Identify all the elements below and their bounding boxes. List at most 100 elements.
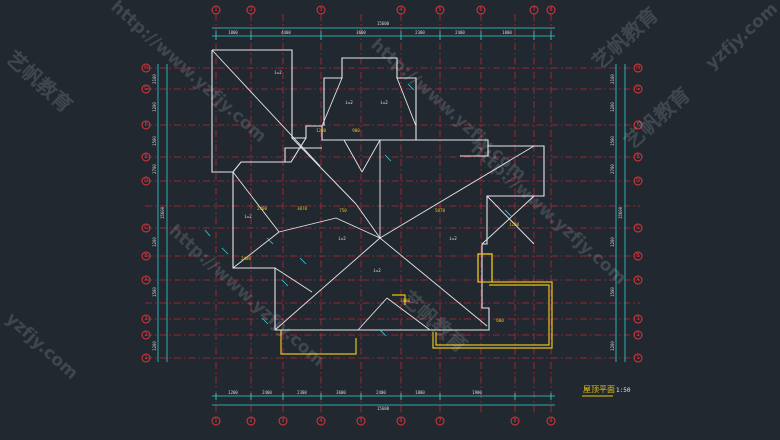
- dimension-lines: [157, 27, 626, 406]
- svg-text:1500: 1500: [610, 287, 615, 297]
- svg-text:1800: 1800: [415, 390, 425, 395]
- svg-text:3: 3: [319, 7, 322, 13]
- svg-text:3: 3: [281, 418, 284, 424]
- svg-text:2400: 2400: [262, 390, 272, 395]
- svg-text:1200: 1200: [610, 341, 615, 351]
- svg-text:3600: 3600: [356, 30, 366, 35]
- axis-bubbles-left: H G F E D C B A 3 2 1: [141, 63, 151, 363]
- svg-text:1: 1: [214, 7, 217, 13]
- svg-text:1800: 1800: [502, 30, 512, 35]
- svg-text:http://www.yzfjy.com: http://www.yzfjy.com: [165, 221, 328, 371]
- svg-text:900: 900: [352, 128, 360, 133]
- svg-text:1500: 1500: [152, 287, 157, 297]
- svg-text:7: 7: [532, 7, 535, 13]
- svg-text:1200: 1200: [152, 341, 157, 351]
- svg-text:2100: 2100: [152, 74, 157, 84]
- left-dimension-texts: 2100 1200 1500 2700 1200 1500 1200 15600: [152, 74, 165, 351]
- svg-text:1900: 1900: [472, 390, 482, 395]
- svg-text:5: 5: [359, 418, 362, 424]
- svg-text:2: 2: [249, 7, 252, 13]
- svg-text:6: 6: [479, 7, 482, 13]
- svg-text:1200: 1200: [316, 128, 327, 133]
- svg-text:1200: 1200: [509, 222, 520, 227]
- svg-text:i=2: i=2: [380, 100, 388, 105]
- svg-text:艺帆教育: 艺帆教育: [619, 82, 695, 153]
- svg-text:C: C: [636, 225, 640, 231]
- svg-text:4: 4: [319, 418, 322, 424]
- svg-text:http://www.yzfjy.com: http://www.yzfjy.com: [107, 0, 270, 147]
- svg-text:A: A: [636, 277, 640, 283]
- svg-text:4400: 4400: [281, 30, 291, 35]
- svg-text:C: C: [144, 225, 148, 231]
- svg-text:600: 600: [496, 318, 504, 323]
- svg-text:4: 4: [399, 7, 402, 13]
- drawing-title: 屋顶平面: [583, 385, 615, 394]
- right-total-dim: 15600: [618, 206, 623, 219]
- svg-text:i=2: i=2: [345, 100, 353, 105]
- cyan-ticks: [204, 83, 512, 337]
- svg-text:1: 1: [636, 355, 639, 361]
- svg-text:2300: 2300: [297, 390, 307, 395]
- inner-dimensions: 2400 3070 750 5070 1200 900 1800 1200 24…: [241, 128, 520, 323]
- svg-text:艺帆教育: 艺帆教育: [397, 286, 473, 357]
- svg-text:艺帆教育: 艺帆教育: [2, 46, 78, 117]
- svg-text:B: B: [144, 253, 148, 259]
- svg-text:2: 2: [636, 332, 639, 338]
- svg-text:2300: 2300: [415, 30, 425, 35]
- svg-text:1500: 1500: [152, 136, 157, 146]
- svg-text:E: E: [144, 154, 147, 160]
- svg-text:i=2: i=2: [274, 70, 282, 75]
- svg-text:E: E: [636, 154, 639, 160]
- right-dimension-texts: 2100 1200 1500 2700 1200 1500 1200 15600: [610, 74, 623, 351]
- svg-text:7: 7: [438, 418, 441, 424]
- svg-text:3: 3: [144, 316, 147, 322]
- svg-text:2400: 2400: [455, 30, 465, 35]
- svg-text:1200: 1200: [152, 237, 157, 247]
- svg-text:2100: 2100: [610, 74, 615, 84]
- svg-text:1200: 1200: [228, 390, 238, 395]
- svg-text:i=2: i=2: [373, 268, 381, 273]
- slope-labels: i=2 i=2 i=2 i=2 i=2 i=2 i=2: [244, 70, 457, 273]
- svg-text:i=2: i=2: [449, 236, 457, 241]
- svg-text:1200: 1200: [610, 102, 615, 112]
- svg-text:750: 750: [339, 208, 347, 213]
- svg-text:G: G: [636, 86, 640, 92]
- svg-text:i=2: i=2: [244, 214, 252, 219]
- svg-text:1: 1: [214, 418, 217, 424]
- axis-bubbles-top: 1 2 3 4 5 6 7 8: [211, 5, 556, 15]
- svg-text:1: 1: [144, 355, 147, 361]
- svg-text:http://www.yzfjy.com: http://www.yzfjy.com: [467, 139, 630, 289]
- svg-text:1800: 1800: [400, 298, 411, 303]
- svg-text:5: 5: [438, 7, 441, 13]
- svg-text:i=2: i=2: [338, 236, 346, 241]
- svg-text:3070: 3070: [297, 206, 308, 211]
- top-dimension-texts: 15600 1800 4400 3600 2300 2400 1800: [228, 21, 512, 35]
- svg-text:2700: 2700: [152, 164, 157, 174]
- svg-text:H: H: [636, 65, 640, 71]
- svg-text:A: A: [144, 277, 148, 283]
- svg-text:3: 3: [636, 316, 639, 322]
- bottom-total-dim: 15600: [377, 406, 390, 411]
- roof-gutters: [280, 253, 553, 355]
- svg-text:B: B: [636, 253, 640, 259]
- svg-text:2400: 2400: [257, 206, 268, 211]
- svg-text:3600: 3600: [336, 390, 346, 395]
- svg-text:F: F: [145, 122, 148, 128]
- svg-text:5070: 5070: [435, 208, 446, 213]
- svg-text:2700: 2700: [610, 164, 615, 174]
- roof-ridges: [211, 49, 535, 331]
- drawing-title-block: 屋顶平面 1:50: [582, 385, 631, 397]
- svg-text:yzfjy.com: yzfjy.com: [2, 309, 82, 384]
- svg-text:D: D: [144, 178, 148, 184]
- svg-text:8: 8: [549, 7, 552, 13]
- left-total-dim: 15600: [160, 206, 165, 219]
- svg-text:2: 2: [249, 418, 252, 424]
- svg-text:6: 6: [399, 418, 402, 424]
- svg-text:1200: 1200: [610, 237, 615, 247]
- svg-text:yzfjy.com: yzfjy.com: [702, 0, 780, 74]
- axis-grid: [145, 14, 640, 415]
- svg-text:艺帆教育: 艺帆教育: [587, 2, 663, 73]
- svg-text:2: 2: [144, 332, 147, 338]
- svg-text:1200: 1200: [152, 102, 157, 112]
